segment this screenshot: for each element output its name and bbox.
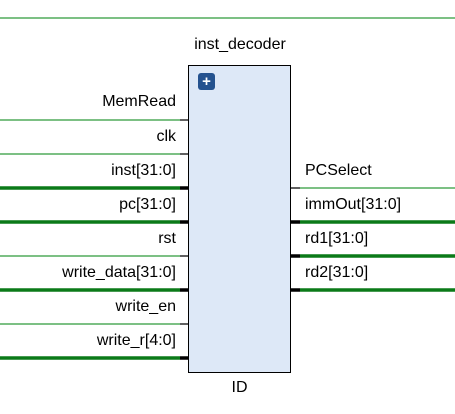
output-port-label: rd2[31:0] — [305, 264, 369, 281]
module-block[interactable] — [188, 65, 291, 373]
input-port-label: inst[31:0] — [111, 162, 176, 179]
input-port-label: MemRead — [102, 93, 176, 110]
instance-name: ID — [231, 379, 248, 396]
input-port-label: clk — [156, 128, 176, 145]
input-port-label: rst — [158, 230, 176, 247]
input-port-label: write_data[31:0] — [62, 264, 176, 281]
expand-button[interactable]: + — [198, 73, 215, 90]
input-port-label: write_en — [115, 298, 176, 315]
module-title: inst_decoder — [194, 36, 286, 53]
input-port-label: pc[31:0] — [119, 196, 176, 213]
output-port-label: PCSelect — [305, 162, 372, 179]
input-port-label: write_r[4:0] — [96, 332, 176, 349]
output-port-label: immOut[31:0] — [305, 196, 402, 213]
output-port-label: rd1[31:0] — [305, 230, 369, 247]
